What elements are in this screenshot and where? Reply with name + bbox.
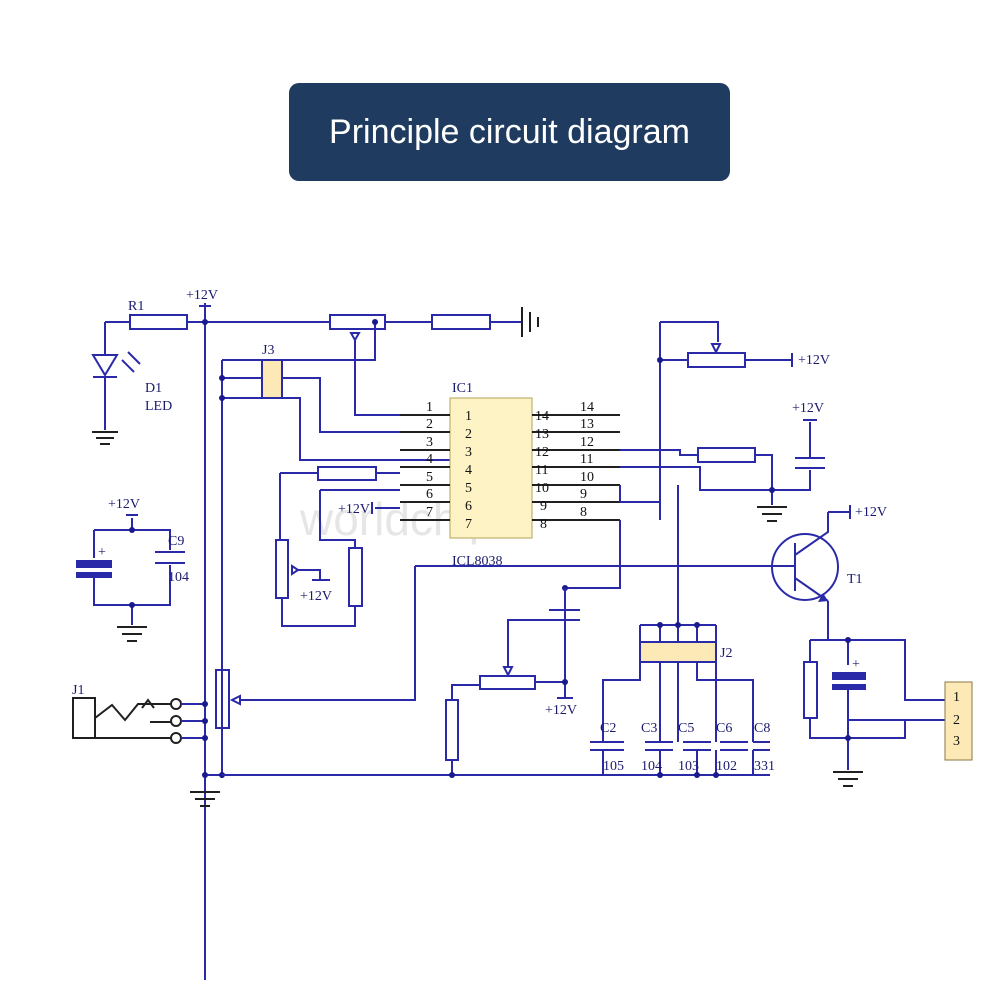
label-c5-value: 103 <box>678 759 699 774</box>
svg-text:10: 10 <box>535 481 549 496</box>
potentiometer-main <box>215 669 230 729</box>
svg-text:8: 8 <box>540 517 547 532</box>
label-c2: C2 <box>600 721 616 736</box>
svg-text:8: 8 <box>580 505 587 520</box>
label-vcc-c: +12V <box>792 401 824 416</box>
label-c5: C5 <box>678 721 694 736</box>
label-c2-value: 105 <box>603 759 624 774</box>
ground-icon-right <box>757 506 787 522</box>
potentiometer-top <box>329 314 386 330</box>
svg-text:11: 11 <box>580 452 593 467</box>
svg-text:7: 7 <box>426 505 433 520</box>
ic-pin-labels-right-inner: 14 13 12 11 10 9 8 <box>535 409 549 532</box>
svg-text:6: 6 <box>426 487 433 502</box>
resistor-pin12 <box>697 447 756 463</box>
svg-text:14: 14 <box>535 409 549 424</box>
svg-text:1: 1 <box>465 409 472 424</box>
ic-pin-labels-right-outer: 14 13 12 11 10 9 8 <box>580 400 594 520</box>
label-c6: C6 <box>716 721 732 736</box>
label-c8: C8 <box>754 721 770 736</box>
svg-text:1: 1 <box>426 400 433 415</box>
label-plus-out: + <box>852 657 860 672</box>
label-c3: C3 <box>641 721 657 736</box>
ground-icon-led <box>92 431 118 445</box>
svg-text:13: 13 <box>535 427 549 442</box>
resistor-out <box>803 661 818 719</box>
svg-text:11: 11 <box>535 463 548 478</box>
label-vcc-c9: +12V <box>108 497 140 512</box>
connector-pin-2: 2 <box>953 713 960 728</box>
switch-j2 <box>639 641 717 663</box>
label-j2: J2 <box>720 646 732 661</box>
label-t1: T1 <box>847 572 863 587</box>
svg-text:9: 9 <box>540 499 547 514</box>
ic-icl8038 <box>449 397 533 539</box>
page-title: Principle circuit diagram <box>329 112 690 151</box>
svg-text:5: 5 <box>465 481 472 496</box>
label-vcc-top: +12V <box>186 288 218 303</box>
label-c8-value: 331 <box>754 759 775 774</box>
label-r1: R1 <box>128 299 144 314</box>
label-vcc-pot: +12V <box>300 589 332 604</box>
label-c9: C9 <box>168 534 184 549</box>
resistor-r1 <box>129 314 188 330</box>
svg-text:3: 3 <box>465 445 472 460</box>
label-c9-value: 104 <box>168 570 189 585</box>
potentiometer-bottom <box>479 675 536 690</box>
svg-text:12: 12 <box>580 435 594 450</box>
ground-icon-out <box>833 771 863 787</box>
label-c3-value: 104 <box>641 759 662 774</box>
svg-text:10: 10 <box>580 470 594 485</box>
svg-text:2: 2 <box>465 427 472 442</box>
resistor-pin4 <box>317 466 377 481</box>
connector-pin-3: 3 <box>953 734 960 749</box>
label-vcc-bottom: +12V <box>545 703 577 718</box>
resistor-pin5 <box>348 547 363 607</box>
svg-text:2: 2 <box>426 417 433 432</box>
svg-text:7: 7 <box>465 517 472 532</box>
svg-text:4: 4 <box>426 452 433 467</box>
label-vcc-t1: +12V <box>855 505 887 520</box>
ground-icon-main <box>190 791 220 807</box>
svg-text:12: 12 <box>535 445 549 460</box>
label-j3: J3 <box>262 343 274 358</box>
resistor-top-right <box>431 314 491 330</box>
svg-text:9: 9 <box>580 487 587 502</box>
ground-icon-c9 <box>117 626 147 642</box>
connector-pin-1: 1 <box>953 690 960 705</box>
title-banner: Principle circuit diagram <box>289 83 730 181</box>
ic-pin-labels-left-inner: 1 2 3 4 5 6 7 <box>465 409 472 532</box>
jumper-j3 <box>261 359 283 399</box>
label-vcc-right: +12V <box>798 353 830 368</box>
svg-text:4: 4 <box>465 463 472 478</box>
label-plus-c9: + <box>98 545 106 560</box>
svg-text:14: 14 <box>580 400 594 415</box>
label-vcc-pin6: +12V <box>338 502 370 517</box>
label-c6-value: 102 <box>716 759 737 774</box>
svg-text:5: 5 <box>426 470 433 485</box>
label-j1: J1 <box>72 683 84 698</box>
label-ic1: IC1 <box>452 381 473 396</box>
label-led: LED <box>145 399 172 414</box>
output-connector <box>944 681 973 761</box>
chassis-ground-icon <box>521 307 539 337</box>
svg-text:13: 13 <box>580 417 594 432</box>
svg-text:6: 6 <box>465 499 472 514</box>
svg-text:3: 3 <box>426 435 433 450</box>
potentiometer-right <box>687 352 746 368</box>
ic-pin-labels-left-outer: 1 2 3 4 5 6 7 <box>426 400 433 520</box>
potentiometer-left <box>275 539 289 599</box>
resistor-bottom <box>445 699 459 761</box>
label-d1: D1 <box>145 381 162 396</box>
